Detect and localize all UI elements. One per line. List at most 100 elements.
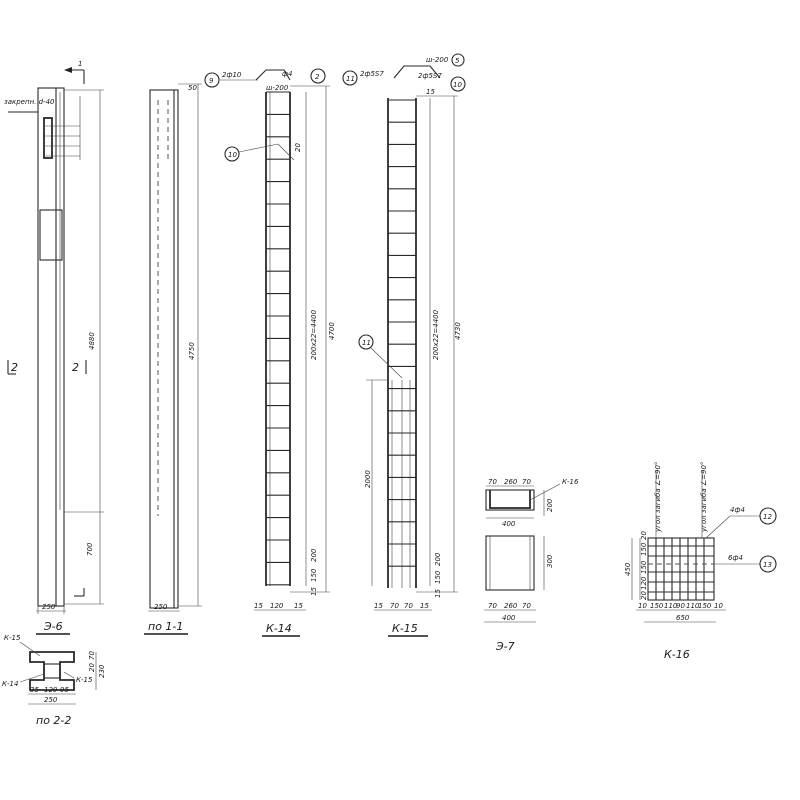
k15-top-dim: 15 — [426, 88, 435, 96]
po11-title: по 1-1 — [148, 620, 183, 633]
k16-bottom-dim-5: 110 — [686, 602, 700, 610]
e6-title: Э-6 — [43, 620, 63, 633]
po22-label-1: К-15 — [4, 634, 21, 642]
k14-pitch-dim: 200x22=4400 — [310, 309, 318, 360]
po22-dim-bottom-1: 35 — [30, 686, 39, 694]
e7-elevation — [485, 535, 535, 591]
k14-bar-top-mid: ф4 — [282, 70, 292, 78]
k15-bar-top-left: 2ф5S7 — [360, 70, 384, 78]
k16-left-dim-2: 150 — [640, 542, 648, 556]
k16-bottom-dim-6: 150 — [698, 602, 712, 610]
k16-pos1: 12 — [763, 513, 772, 521]
k14-title: К-14 — [266, 622, 292, 635]
e7-label: К-16 — [562, 478, 579, 486]
k16-bend-note-2: угол загиба ∠=90° — [700, 462, 708, 533]
k15-pos-top-left: 11 — [346, 75, 355, 83]
po11-top-dim: 50 — [188, 84, 197, 92]
po22-title: по 2-2 — [36, 714, 71, 727]
k16-mesh-outline — [647, 537, 715, 601]
k14-pos-top-right: 2 — [315, 73, 320, 81]
k15-pos-top-right: 10 — [453, 81, 462, 89]
k15-bottom-dim-1: 200 — [434, 552, 442, 566]
e7-width-dim: 400 — [502, 520, 516, 528]
k16-pos2: 13 — [763, 561, 772, 569]
k15-width-dim-1: 15 — [374, 602, 383, 610]
k15-pos-circle-10 — [450, 76, 466, 92]
po22-section-shape — [29, 651, 75, 691]
po22-dim-right-1: 70 — [88, 651, 96, 660]
k14-width-dim-3: 15 — [294, 602, 303, 610]
k14-pos-top-left: 9 — [209, 77, 214, 85]
k16-bottom-dim-7: 10 — [714, 602, 723, 610]
k14-height-dim: 4700 — [328, 322, 336, 340]
e7-top-dim-2: 260 — [504, 478, 518, 486]
k15-pos-callout: 11 — [362, 339, 371, 347]
k16-bottom-dim-3: 110 — [664, 602, 678, 610]
k16-bar1: 4ф4 — [730, 506, 745, 514]
k15-pos-circle-5 — [451, 53, 465, 67]
k16-bottom-dim-1: 10 — [638, 602, 647, 610]
po22-width-dim: 250 — [44, 696, 58, 704]
k15-pitch-dim: 200x22=4400 — [432, 309, 440, 360]
e6-anchor-group — [43, 117, 53, 159]
k14-width-dim-2: 120 — [270, 602, 284, 610]
e6-cut-left: 2 — [11, 361, 18, 374]
view-k14: 9 2ф10 ф4 ш-200 2 10 20 200x22=4400 4700… — [204, 68, 336, 637]
k14-bottom-dim-2: 150 — [310, 568, 318, 582]
e7-top-dim-3: 70 — [522, 478, 531, 486]
k15-stirrups — [388, 99, 416, 567]
k15-pos-callout-circle — [358, 334, 374, 350]
view-e7: 70 260 70 К-16 200 400 300 70 260 70 400… — [484, 478, 579, 653]
k15-lower-height-dim: 2000 — [364, 470, 372, 488]
k14-bottom-dim-3: 15 — [310, 587, 318, 596]
k16-bottom-dim-4: 90 — [676, 602, 685, 610]
po11-width-dim: 250 — [154, 603, 168, 611]
e6-embed-plate — [39, 209, 63, 261]
e7-plan-outline — [485, 489, 535, 511]
e7-channel — [489, 490, 531, 509]
po22-label-3: К-15 — [76, 676, 93, 684]
k16-left-dim-1: 20 — [640, 531, 648, 540]
section-arrow-icon — [64, 67, 72, 73]
po11-height-dim: 4750 — [188, 342, 196, 360]
po22-dim-bottom-3: 95 — [60, 686, 69, 694]
k16-width-dim: 650 — [676, 614, 690, 622]
k15-width-dim-2: 70 — [390, 602, 399, 610]
k16-left-dim-5: 20 — [640, 591, 648, 600]
po22-core — [43, 663, 61, 679]
e7-bottom-dim-1: 70 — [488, 602, 497, 610]
po11-outline — [149, 89, 179, 609]
k16-title: К-16 — [664, 648, 690, 661]
k16-bottom-dim-2: 150 — [650, 602, 664, 610]
e7-title: Э-7 — [495, 640, 515, 653]
k14-stirrups — [266, 91, 290, 586]
k15-title: К-15 — [392, 622, 418, 635]
k16-pos-circle-13 — [759, 555, 777, 573]
k16-bend-note-1: угол загиба ∠=90° — [654, 462, 662, 533]
e7-depth-dim: 200 — [546, 498, 554, 512]
e6-cut-right: 2 — [72, 361, 79, 374]
e6-outline — [37, 87, 65, 607]
k15-step-top: ш-200 — [426, 56, 449, 64]
view-e6: закрепн. d-40 1 2 2 4880 700 250 Э-6 — [4, 60, 104, 635]
e6-embed-note: закрепн. d-40 — [4, 98, 55, 106]
k14-bottom-dim-1: 200 — [310, 548, 318, 562]
e6-section-mark: 1 — [78, 60, 82, 68]
po22-dim-bottom-2: 120 — [44, 686, 58, 694]
k16-height-dim: 450 — [624, 562, 632, 576]
k15-bar-top-right: 2ф5S7 — [418, 72, 442, 80]
view-po11: 50 4750 250 по 1-1 — [144, 83, 202, 635]
k15-width-dim-4: 15 — [420, 602, 429, 610]
view-k15: 11 2ф5S7 2ф5S7 ш-200 10 5 15 11 200x22=4… — [342, 53, 466, 637]
k15-pos-corner: 5 — [455, 57, 460, 65]
k16-bar2: 6ф4 — [728, 554, 743, 562]
k16-pos-circle-12 — [759, 507, 777, 525]
e6-width-dim: 250 — [42, 603, 56, 611]
k14-width-dim-1: 15 — [254, 602, 263, 610]
k14-small-dim: 20 — [294, 143, 302, 152]
po22-dim-right-3: 230 — [98, 664, 106, 678]
k15-width-dim-3: 70 — [404, 602, 413, 610]
k16-left-dim-4: 120 — [640, 576, 648, 590]
k16-grid — [648, 538, 714, 600]
k14-pos-callout-circle — [224, 146, 240, 162]
